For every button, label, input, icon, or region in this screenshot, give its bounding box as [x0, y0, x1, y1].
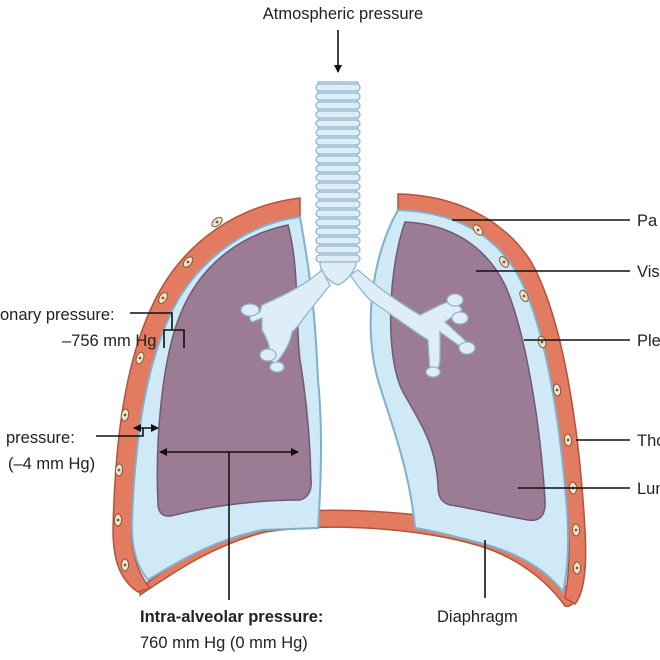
membrane-cell-nucleus	[476, 228, 480, 232]
membrane-cell-nucleus	[116, 518, 120, 522]
diaphragm-label: Diaphragm	[437, 608, 518, 626]
left-lung	[156, 224, 312, 517]
visceral-label: Vis	[637, 263, 660, 281]
intrapulmonary-value: –756 mm Hg	[62, 332, 156, 350]
membrane-cell-nucleus	[123, 563, 127, 567]
intrapleural-value: (–4 mm Hg)	[8, 455, 95, 473]
intrapulmonary-bracket	[163, 329, 185, 348]
intrapulmonary-leader	[130, 312, 173, 330]
membrane-cell-nucleus	[138, 356, 142, 360]
membrane-cell-nucleus	[502, 260, 506, 264]
membrane-cell-nucleus	[215, 220, 219, 224]
membrane-cell-nucleus	[123, 413, 127, 417]
annotation-lines	[96, 30, 630, 600]
pleural-cavity-label: Ple	[637, 332, 660, 350]
intrapulmonary-title: onary pressure:	[0, 306, 115, 324]
thoracic-wall-label: Tho	[637, 432, 660, 450]
membrane-cell-nucleus	[555, 388, 559, 392]
left-bronchus	[240, 268, 331, 373]
membrane-cell-nucleus	[540, 340, 544, 344]
membrane-cell-nucleus	[566, 438, 570, 442]
lung-label: Lun	[637, 480, 660, 498]
membrane-cell-nucleus	[575, 566, 579, 570]
trachea	[315, 81, 361, 286]
membrane-cells	[113, 216, 582, 575]
parietal-label: Pa	[637, 212, 658, 230]
atmospheric-label: Atmospheric pressure	[263, 5, 423, 23]
membrane-cell-nucleus	[161, 296, 165, 300]
membrane-cell-nucleus	[522, 294, 526, 298]
membrane-cell-nucleus	[117, 468, 121, 472]
right-bronchus	[349, 269, 476, 378]
alveolar-value: 760 mm Hg (0 mm Hg)	[140, 634, 308, 652]
right-lung	[389, 221, 546, 522]
membrane-cell-nucleus	[186, 260, 190, 264]
intrapleural-title: pressure:	[6, 429, 75, 447]
alveolar-title: Intra-alveolar pressure:	[140, 608, 323, 626]
membrane-cell-nucleus	[574, 528, 578, 532]
